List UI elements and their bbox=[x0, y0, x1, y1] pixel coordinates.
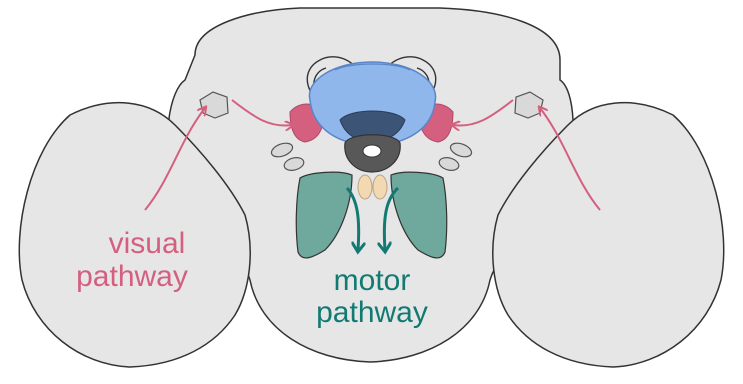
motor-label-line2: pathway bbox=[316, 296, 428, 329]
motor-label-line1: motor bbox=[334, 264, 411, 297]
visual-label-line1: visual bbox=[109, 227, 186, 260]
visual-label-line2: pathway bbox=[76, 260, 188, 293]
beige-body-right bbox=[373, 175, 387, 199]
noduli-center bbox=[363, 145, 381, 157]
beige-body-left bbox=[358, 175, 372, 199]
